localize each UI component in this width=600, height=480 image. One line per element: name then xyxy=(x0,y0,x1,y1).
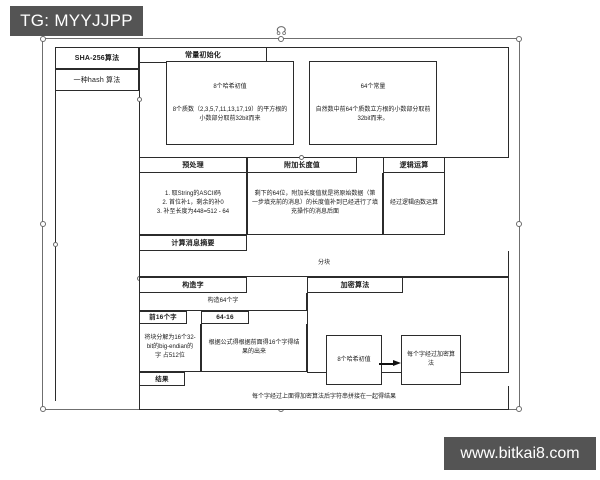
resize-handle-top-right[interactable] xyxy=(516,36,522,42)
connector-dot-constants xyxy=(137,97,142,102)
resize-handle-middle-right[interactable] xyxy=(516,221,522,227)
constants-heading: 64个常量 xyxy=(360,83,386,90)
node-logic-operation-title[interactable]: 逻辑运算 xyxy=(383,157,445,173)
node-words-64-16-title[interactable]: 64-16 xyxy=(201,311,249,324)
result-text: 每个字经过上面得加密算法后字符串拼接在一起得结果 xyxy=(251,394,396,400)
encryption-top-rule xyxy=(403,277,509,278)
node-compute-digest-body[interactable]: 分块 xyxy=(139,251,509,277)
node-preprocess-body[interactable]: 1. 取String的ASCII码 2. 首位补1，剩余的补0 3. 补至长度为… xyxy=(139,173,247,235)
website-watermark-text: www.bitkai8.com xyxy=(460,444,580,462)
branch1-right-rule xyxy=(508,47,509,157)
node-first-16-words-body[interactable]: 将块分解为16个32-bit的big-endian的字 占512位 xyxy=(139,324,201,372)
node-construct-words-body[interactable]: 构造64个字 xyxy=(139,293,307,311)
node-hash-initial-values-flow[interactable]: 8个哈希初值 xyxy=(326,335,382,385)
construct-words-text: 构造64个字 xyxy=(207,298,239,304)
first-16-words-text: 将块分解为16个32-bit的big-endian的字 占512位 xyxy=(144,335,196,359)
sha256-mindmap-diagram: SHA-256算法 一种hash 算法 常量初始化 8个哈希初值 8个质数（2,… xyxy=(43,39,521,411)
node-per-word-encryption[interactable]: 每个字经过加密算法 xyxy=(401,335,461,385)
selection-frame[interactable]: ☊ SHA-256算法 一种hash 算法 常量初始化 8个哈希初值 8个质数（… xyxy=(40,25,522,412)
node-preprocess-title[interactable]: 预处理 xyxy=(139,157,247,173)
resize-handle-top-center[interactable] xyxy=(278,36,284,42)
node-encryption-title[interactable]: 加密算法 xyxy=(307,277,403,293)
telegram-watermark-text: TG: MYYJJPP xyxy=(20,11,133,30)
telegram-watermark: TG: MYYJJPP xyxy=(10,6,143,36)
resize-handle-bottom-right[interactable] xyxy=(516,406,522,412)
hash-initial-values-flow-label: 8个哈希初值 xyxy=(337,356,371,363)
node-logic-operation-body[interactable]: 经过逻辑函数运算 xyxy=(383,173,445,235)
website-watermark: www.bitkai8.com xyxy=(444,437,596,470)
eight-hash-body: 8个质数（2,3,5,7,11,13,17,19）的平方根的小数部分取前32bi… xyxy=(172,106,288,122)
logic-operation-text: 经过逻辑函数运算 xyxy=(389,200,438,206)
branch1-top-rule xyxy=(267,47,509,48)
resize-handle-bottom-left[interactable] xyxy=(40,406,46,412)
node-construct-words-title[interactable]: 构造字 xyxy=(139,277,247,293)
connector-dot-append-length xyxy=(299,155,304,160)
encryption-left-rule xyxy=(307,293,308,372)
rotate-handle-icon[interactable]: ☊ xyxy=(276,24,287,38)
node-compute-digest-title[interactable]: 计算消息摘要 xyxy=(139,235,247,251)
connector-dot-left-mid xyxy=(53,242,58,247)
per-word-encryption-label: 每个字经过加密算法 xyxy=(406,352,455,367)
node-append-length-body[interactable]: 剩下的64位，附加长度值就是将原始数据（第一步填充前的消息）的长度值补到已经进行… xyxy=(247,173,383,235)
node-eight-hash-initial-values[interactable]: 8个哈希初值 8个质数（2,3,5,7,11,13,17,19）的平方根的小数部… xyxy=(166,61,294,145)
preprocess-step-1: 1. 取String的ASCII码 xyxy=(164,191,222,197)
compute-digest-text: 分块 xyxy=(317,260,330,266)
preprocess-step-2: 2. 首位补1，剩余的补0 xyxy=(162,200,224,206)
resize-handle-middle-left[interactable] xyxy=(40,221,46,227)
node-result-body[interactable]: 每个字经过上面得加密算法后字符串拼接在一起得结果 xyxy=(139,386,509,410)
eight-hash-heading: 8个哈希初值 xyxy=(213,83,247,90)
words-64-16-text: 根据公式得根据前面得16个字得结果的出来 xyxy=(208,339,300,355)
node-words-64-16-body[interactable]: 根据公式得根据前面得16个字得结果的出来 xyxy=(201,324,307,372)
encryption-flow-arrow-icon xyxy=(379,360,401,367)
node-first-16-words-title[interactable]: 前16个字 xyxy=(139,311,187,324)
constants-body: 自然数中前64个质数立方根的小数部分取前32bit而来。 xyxy=(315,106,431,122)
node-result-title[interactable]: 结果 xyxy=(139,372,185,386)
node-root-subtitle[interactable]: 一种hash 算法 xyxy=(55,69,139,91)
node-sixty-four-constants[interactable]: 64个常量 自然数中前64个质数立方根的小数部分取前32bit而来。 xyxy=(309,61,437,145)
append-length-text: 剩下的64位，附加长度值就是将原始数据（第一步填充前的消息）的长度值补到已经进行… xyxy=(252,191,379,215)
preprocess-step-3: 3. 补至长度为448=512 - 64 xyxy=(156,209,230,215)
encryption-right-rule xyxy=(508,277,509,372)
node-root-title[interactable]: SHA-256算法 xyxy=(55,47,139,69)
resize-handle-top-left[interactable] xyxy=(40,36,46,42)
